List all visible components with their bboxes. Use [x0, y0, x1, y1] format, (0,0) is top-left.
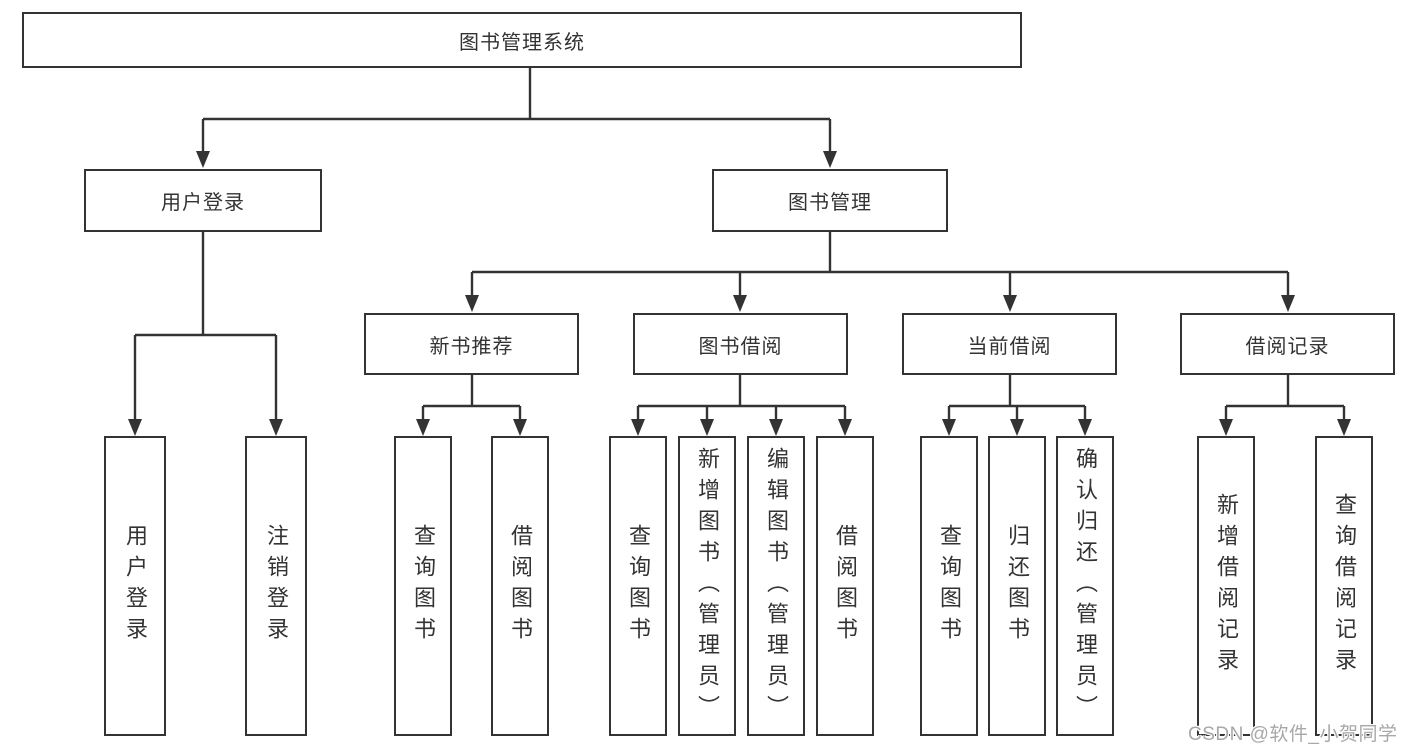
leaf-query-borrow-record: 查询借阅记录 — [1315, 436, 1373, 736]
node-book-management-label: 图书管理 — [788, 192, 872, 214]
leaf-confirm-return-admin-label: 确认归还（管理员） — [1073, 446, 1098, 726]
watermark: CSDN @软件_小贺同学 — [1188, 724, 1398, 745]
leaf-logout-label: 注销登录 — [264, 524, 289, 648]
node-new-book-recommend: 新书推荐 — [364, 313, 579, 375]
arrowhead-icon — [196, 151, 210, 168]
leaf-return-books-label: 归还图书 — [1005, 524, 1030, 648]
arrowhead-icon — [823, 151, 837, 168]
arrowhead-icon — [1003, 295, 1017, 312]
node-user-login: 用户登录 — [84, 169, 322, 232]
arrowhead-icon — [269, 419, 283, 436]
leaf-query-borrow-record-label: 查询借阅记录 — [1332, 493, 1357, 679]
leaf-borrow-books-label: 借阅图书 — [833, 524, 858, 648]
arrowhead-icon — [465, 295, 479, 312]
leaf-add-books-admin: 新增图书（管理员） — [678, 436, 736, 736]
leaf-borrow-books-recommend-label: 借阅图书 — [508, 524, 533, 648]
arrowhead-icon — [700, 419, 714, 436]
leaf-query-books-recommend-label: 查询图书 — [411, 524, 436, 648]
leaf-query-books-borrow: 查询图书 — [609, 436, 667, 736]
leaf-query-books-recommend: 查询图书 — [394, 436, 452, 736]
arrowhead-icon — [1219, 419, 1233, 436]
leaf-user-login: 用户登录 — [104, 436, 166, 736]
leaf-confirm-return-admin: 确认归还（管理员） — [1056, 436, 1114, 736]
node-book-borrow-label: 图书借阅 — [698, 335, 783, 358]
arrowhead-icon — [733, 295, 747, 312]
node-book-management: 图书管理 — [712, 169, 948, 232]
leaf-query-books-current: 查询图书 — [920, 436, 978, 736]
node-borrow-records-label: 借阅记录 — [1245, 335, 1330, 358]
arrowhead-icon — [1078, 419, 1092, 436]
arrowhead-icon — [1281, 295, 1295, 312]
arrowhead-icon — [416, 419, 430, 436]
leaf-query-books-current-label: 查询图书 — [937, 524, 962, 648]
arrowhead-icon — [631, 419, 645, 436]
leaf-add-borrow-record-label: 新增借阅记录 — [1214, 493, 1239, 679]
leaf-user-login-label: 用户登录 — [123, 524, 148, 648]
leaf-edit-books-admin-label: 编辑图书（管理员） — [764, 446, 789, 726]
node-root: 图书管理系统 — [22, 12, 1022, 68]
leaf-borrow-books: 借阅图书 — [816, 436, 874, 736]
leaf-return-books: 归还图书 — [988, 436, 1046, 736]
leaf-borrow-books-recommend: 借阅图书 — [491, 436, 549, 736]
arrowhead-icon — [769, 419, 783, 436]
node-current-borrow: 当前借阅 — [902, 313, 1117, 375]
arrowhead-icon — [1337, 419, 1351, 436]
leaf-logout: 注销登录 — [245, 436, 307, 736]
node-borrow-records: 借阅记录 — [1180, 313, 1395, 375]
node-book-borrow: 图书借阅 — [633, 313, 848, 375]
arrowhead-icon — [1010, 419, 1024, 436]
leaf-query-books-borrow-label: 查询图书 — [626, 524, 651, 648]
leaf-add-books-admin-label: 新增图书（管理员） — [695, 446, 720, 726]
node-new-book-recommend-label: 新书推荐 — [429, 335, 514, 358]
arrowhead-icon — [513, 419, 527, 436]
leaf-add-borrow-record: 新增借阅记录 — [1197, 436, 1255, 736]
leaf-edit-books-admin: 编辑图书（管理员） — [747, 436, 805, 736]
node-current-borrow-label: 当前借阅 — [967, 335, 1052, 358]
arrowhead-icon — [838, 419, 852, 436]
arrowhead-icon — [942, 419, 956, 436]
node-user-login-label: 用户登录 — [161, 192, 245, 214]
arrowheads — [128, 151, 1351, 436]
node-root-label: 图书管理系统 — [459, 31, 585, 54]
arrowhead-icon — [128, 419, 142, 436]
